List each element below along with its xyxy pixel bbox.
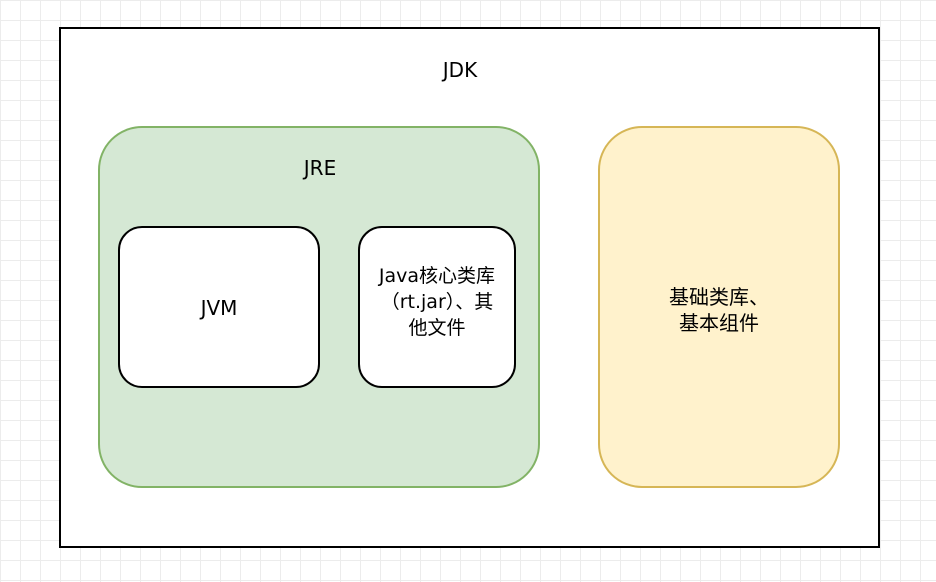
core-libraries-label: Java核心类库 （rt.jar）、其 他文件 bbox=[358, 263, 516, 341]
core-libraries-line-3: 他文件 bbox=[408, 317, 466, 339]
basic-libraries-label: 基础类库、 基本组件 bbox=[598, 284, 840, 336]
core-libraries-box bbox=[358, 226, 516, 388]
basic-libraries-box bbox=[598, 126, 840, 488]
jdk-label: JDK bbox=[442, 58, 478, 82]
basic-libraries-line-2: 基本组件 bbox=[679, 311, 759, 335]
core-libraries-line-2: （rt.jar）、其 bbox=[380, 291, 494, 313]
jvm-box bbox=[118, 226, 320, 388]
core-libraries-line-1: Java核心类库 bbox=[378, 265, 496, 287]
basic-libraries-line-1: 基础类库、 bbox=[669, 285, 769, 309]
jre-label: JRE bbox=[303, 156, 337, 180]
jvm-label: JVM bbox=[200, 296, 238, 320]
